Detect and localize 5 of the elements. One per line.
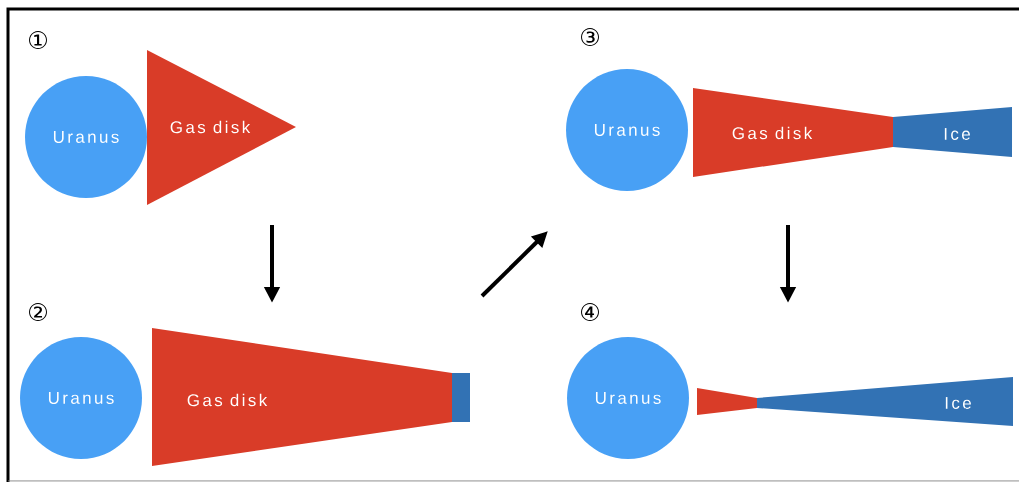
ice-band: Ice (893, 107, 1012, 157)
step-number: ③ (581, 28, 599, 46)
ice-band (452, 373, 470, 422)
ice-band: Ice (757, 377, 1013, 426)
step-number: ① (29, 31, 47, 49)
